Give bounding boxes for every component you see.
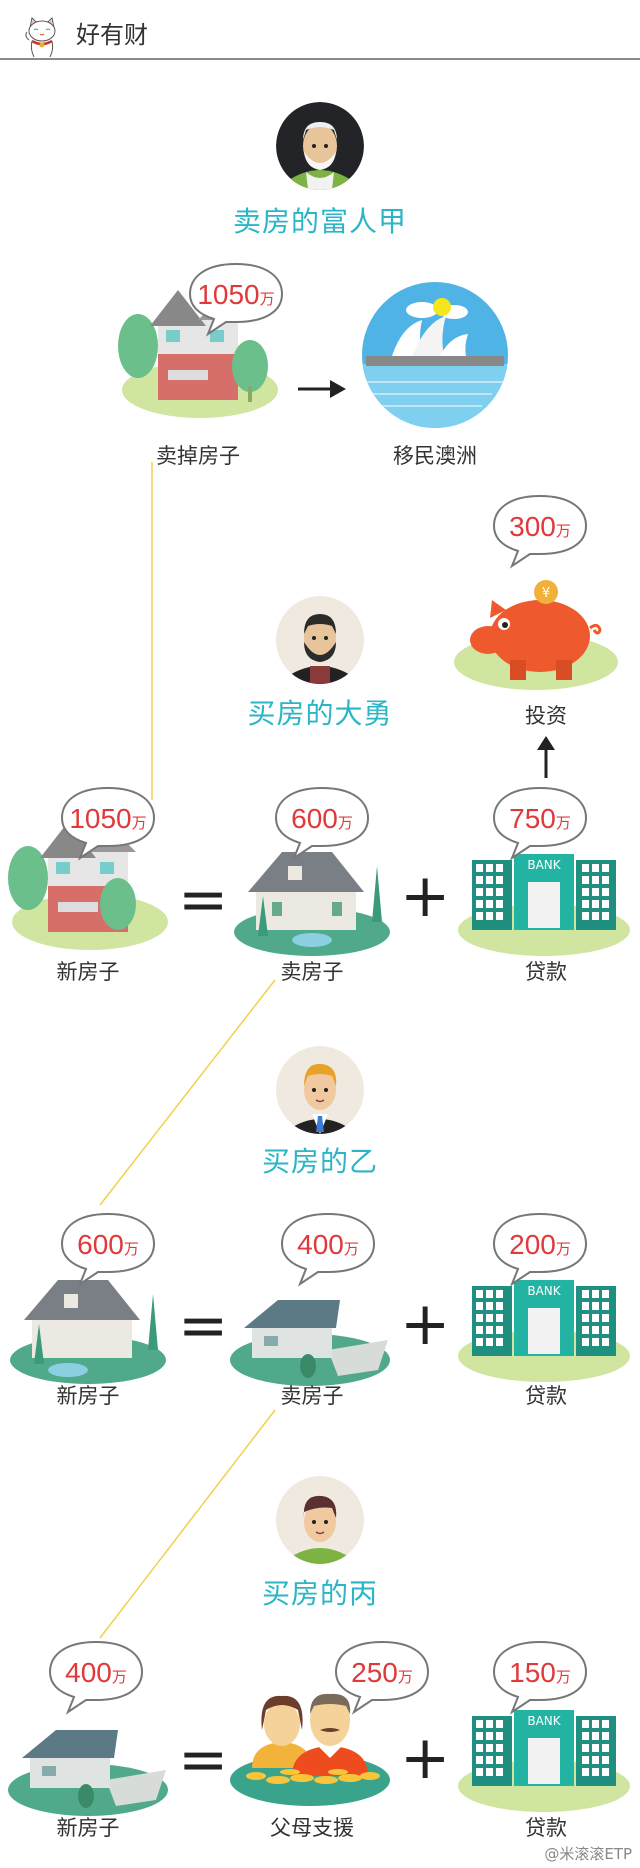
arrow-right-icon [298, 380, 346, 398]
bungalow-icon [228, 1280, 394, 1390]
red-house-icon [118, 278, 280, 418]
equation-label: 卖房子 [280, 1384, 344, 1408]
lucky-cat-icon [24, 14, 62, 58]
old-man-avatar [276, 102, 364, 190]
bank-sign: BANK [527, 858, 561, 872]
equation-label: 父母支援 [270, 1816, 354, 1840]
equation-label: 新房子 [56, 1816, 120, 1840]
young-man-avatar [276, 1476, 364, 1564]
plus-sign: + [400, 1723, 451, 1793]
white-cottage-icon [8, 1264, 168, 1384]
person-title: 买房的大勇 [247, 697, 393, 730]
person-title: 买房的丙 [261, 1577, 378, 1610]
amount-bubble: 750万 [492, 786, 588, 861]
amount-bubble: 600万 [274, 786, 370, 861]
person-title: 卖房的富人甲 [232, 205, 407, 238]
equation-label: 新房子 [56, 1384, 120, 1408]
amount-bubble: 600万 [60, 1212, 156, 1287]
equals-sign: = [178, 865, 229, 935]
arrow-up-icon [537, 736, 555, 778]
equation-label: 贷款 [525, 1816, 567, 1840]
piggy-bank-icon: ¥ [452, 580, 620, 692]
plus-sign: + [400, 1289, 451, 1359]
equation-label: 新房子 [56, 960, 120, 984]
svg-text:¥: ¥ [542, 586, 550, 601]
equation-label: 贷款 [525, 1384, 567, 1408]
white-cottage-icon [232, 836, 392, 956]
amount-bubble: 250万 [334, 1640, 430, 1715]
bearded-man-avatar [276, 596, 364, 684]
flow-label: 卖掉房子 [156, 444, 240, 468]
person-title: 买房的乙 [261, 1145, 378, 1178]
amount-bubble: 400万 [280, 1212, 376, 1287]
amount-bubble: 400万 [48, 1640, 144, 1715]
red-house-icon [8, 810, 170, 950]
amount-bubble: 200万 [492, 1212, 588, 1287]
brand-name: 好有财 [76, 21, 148, 49]
bank-icon: BANK [456, 1278, 632, 1382]
watermark: @米滚滚ETP [544, 1845, 632, 1863]
equals-sign: = [178, 1725, 229, 1795]
investment-label: 投资 [525, 704, 567, 728]
amount-bubble: 1050万 [188, 262, 284, 337]
amount-bubble: 300万 [492, 494, 588, 569]
sydney-opera-house-icon [362, 282, 508, 428]
plus-sign: + [400, 861, 451, 931]
bank-icon: BANK [456, 1708, 632, 1812]
equation-label: 贷款 [525, 960, 567, 984]
amount-bubble: 150万 [492, 1640, 588, 1715]
flow-label: 移民澳洲 [393, 444, 477, 468]
equals-sign: = [178, 1291, 229, 1361]
blond-man-avatar [276, 1046, 364, 1134]
bungalow-icon [6, 1710, 172, 1820]
equation-label: 卖房子 [280, 960, 344, 984]
bank-sign: BANK [527, 1284, 561, 1298]
header-bar [0, 0, 640, 60]
bank-sign: BANK [527, 1714, 561, 1728]
amount-bubble: 1050万 [60, 786, 156, 861]
parents-icon [226, 1680, 396, 1806]
bank-icon: BANK [456, 852, 632, 956]
